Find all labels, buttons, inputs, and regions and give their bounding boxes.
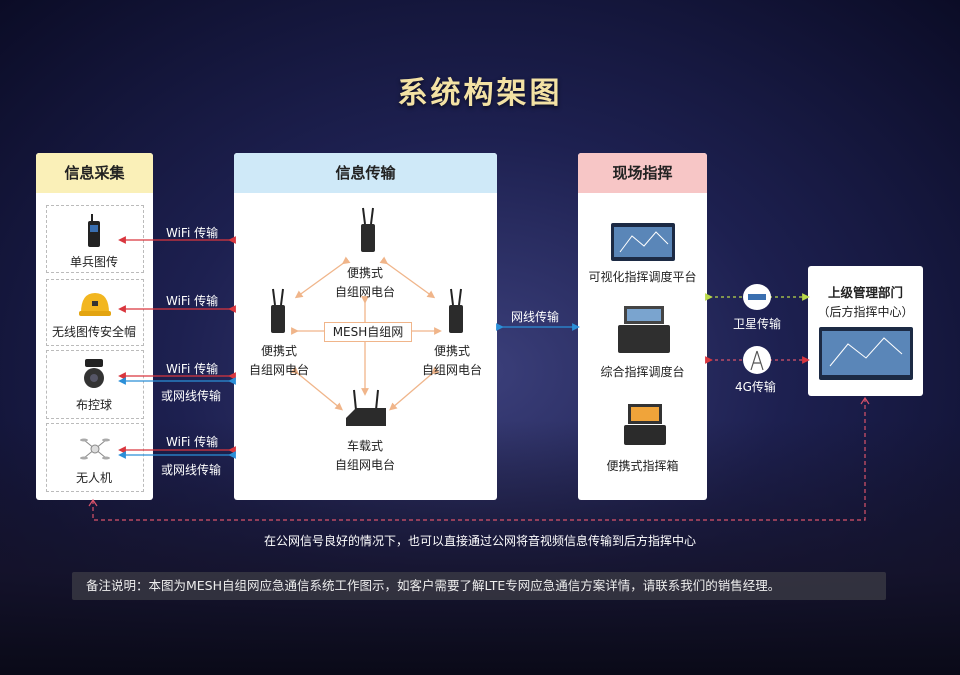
link-label-lan-4: 或网线传输 <box>161 463 222 477</box>
link-label-wifi-1: WiFi 传输 <box>166 226 219 240</box>
g4-label: 4G传输 <box>735 380 776 394</box>
link-label-wifi-2: WiFi 传输 <box>166 294 219 308</box>
link-label-wifi-4: WiFi 传输 <box>166 435 219 449</box>
footnote: 在公网信号良好的情况下，也可以直接通过公网将音视频信息传输到后方指挥中心 <box>263 534 696 548</box>
collection-label-handheld: 单兵图传 <box>69 255 118 269</box>
public-network-path <box>92 398 866 521</box>
link-label-wifi-3: WiFi 传输 <box>166 362 219 376</box>
lan-link-label: 网线传输 <box>511 310 560 324</box>
radio-label-right-text: 便携式 自组网电台 <box>421 344 482 377</box>
satellite-icon <box>743 284 771 310</box>
mesh-arrow-br <box>389 366 440 411</box>
handheld-radio-icon <box>88 214 100 247</box>
drone-icon <box>80 438 110 460</box>
page-title: 系统构架图 <box>397 76 563 111</box>
hq-subtitle: （后方指挥中心） <box>817 305 914 319</box>
helmet-icon <box>79 293 111 316</box>
hq-screen-icon <box>819 327 913 380</box>
cell-tower-icon <box>743 346 771 374</box>
radio-label-left-text: 便携式 自组网电台 <box>248 344 309 377</box>
portable-radio-right-icon <box>449 288 463 333</box>
portable-radio-left-icon <box>271 288 285 333</box>
note-bar: 备注说明：本图为MESH自组网应急通信系统工作图示，如客户需要了解LTE专网应急… <box>72 572 886 600</box>
mesh-center-label: MESH自组网 <box>324 322 412 342</box>
command-header: 现场指挥 <box>578 153 707 193</box>
radio-label-left: 便携式 自组网电台 <box>234 342 324 380</box>
collection-label-drone: 无人机 <box>75 471 112 485</box>
collection-label-helmet: 无线图传安全帽 <box>51 325 136 339</box>
mesh-arrow-bl <box>290 366 344 411</box>
link-label-lan-3: 或网线传输 <box>161 389 222 403</box>
portable-radio-top-icon <box>361 207 375 252</box>
command-console-icon <box>618 306 670 353</box>
ptz-camera-icon <box>84 359 104 388</box>
collection-label-ptz: 布控球 <box>75 398 112 412</box>
radio-label-bottom: 车载式 自组网电台 <box>320 437 410 475</box>
radio-label-top-text: 便携式 自组网电台 <box>334 266 395 299</box>
hq-title: 上级管理部门 <box>827 285 903 300</box>
dispatch-screen-icon <box>611 223 675 261</box>
sat-label: 卫星传输 <box>733 317 782 331</box>
radio-label-bottom-text: 车载式 自组网电台 <box>334 439 395 472</box>
command-label-console: 综合指挥调度台 <box>600 365 685 379</box>
collection-header: 信息采集 <box>36 153 153 193</box>
radio-label-right: 便携式 自组网电台 <box>407 342 497 380</box>
command-label-dispatch: 可视化指挥调度平台 <box>588 270 697 284</box>
radio-label-top: 便携式 自组网电台 <box>320 264 410 302</box>
mesh-arrow-tr <box>379 256 436 299</box>
transmission-header: 信息传输 <box>234 153 497 193</box>
mesh-arrow-tl <box>294 256 351 299</box>
vehicle-radio-icon <box>346 389 386 426</box>
command-label-case: 便携式指挥箱 <box>606 459 679 473</box>
command-case-icon <box>624 404 666 445</box>
